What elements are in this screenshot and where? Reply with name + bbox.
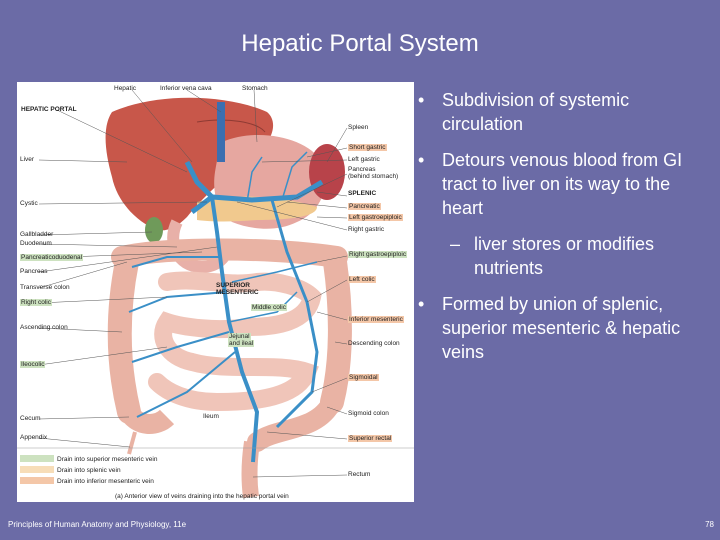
footer-source: Principles of Human Anatomy and Physiolo… <box>8 520 187 529</box>
bullet-item-3: • Formed by union of splenic, superior m… <box>418 292 714 364</box>
ivc-vessel <box>217 102 225 162</box>
label-superior-rectal: Superior rectal <box>348 435 393 442</box>
label-ileocolic: Ileocolic <box>20 361 46 368</box>
figure-caption: (a) Anterior view of veins draining into… <box>115 493 289 500</box>
bullet-text-1: Subdivision of systemic circulation <box>442 90 630 134</box>
label-appendix: Appendix <box>20 434 48 441</box>
legend-swatch-inferior-mesenteric <box>20 477 54 484</box>
label-transverse-colon: Transverse colon <box>20 284 70 291</box>
label-rectum: Rectum <box>348 471 371 478</box>
label-right-gastroepiploic: Right gastroepiploic <box>348 251 408 258</box>
label-spleen: Spleen <box>348 124 369 131</box>
gallbladder-shape <box>145 217 163 243</box>
inferior-mesenteric-vein <box>270 199 319 429</box>
label-liver: Liver <box>20 156 35 163</box>
hepatic-portal-vein <box>184 160 214 199</box>
pancreas-shape <box>197 196 317 222</box>
label-duodenum: Duodenum <box>20 240 52 247</box>
hepatic-portal-figure: Hepatic Inferior vena cava Stomach HEPAT… <box>17 82 414 502</box>
label-ileum: Ileum <box>203 413 219 420</box>
label-cecum: Cecum <box>20 415 41 422</box>
legend-text-inferior-mesenteric: Drain into inferior mesenteric vein <box>57 478 154 485</box>
sub-bullet-item: – liver stores or modifies nutrients <box>418 232 714 280</box>
label-and-ileal: and ileal <box>228 340 255 347</box>
legend-text-splenic: Drain into splenic vein <box>57 467 121 474</box>
bullet-item-2: • Detours venous blood from GI tract to … <box>418 148 714 220</box>
bullet-symbol: • <box>418 150 425 170</box>
label-jejunal: Jejunal <box>228 333 251 340</box>
bullet-text-2: Detours venous blood from GI tract to li… <box>442 150 683 218</box>
label-right-gastric: Right gastric <box>348 226 385 233</box>
label-descending-colon: Descending colon <box>348 340 400 347</box>
label-inferior-mesenteric: Inferior mesenteric <box>348 316 404 323</box>
slide-title: Hepatic Portal System <box>241 30 479 57</box>
label-left-gastroepiploic: Left gastroepiploic <box>348 214 403 221</box>
label-pancreas-behind: Pancreas <box>348 166 376 173</box>
label-left-gastric: Left gastric <box>348 156 380 163</box>
bullet-symbol: • <box>418 90 425 110</box>
page-number: 78 <box>705 520 714 529</box>
label-ascending-colon: Ascending colon <box>20 324 68 331</box>
label-superior: SUPERIOR <box>216 282 250 289</box>
label-splenic: SPLENIC <box>348 190 377 197</box>
label-pancreaticoduodenal: Pancreaticoduodenal <box>20 254 84 261</box>
legend-swatch-splenic <box>20 466 54 473</box>
bullet-symbol: • <box>418 294 425 314</box>
label-right-colic: Right colic <box>20 299 52 306</box>
label-ivc: Inferior vena cava <box>160 85 212 92</box>
sub-bullet-symbol: – <box>450 234 461 254</box>
legend-text-superior-mesenteric: Drain into superior mesenteric vein <box>57 456 158 463</box>
bullet-item-1: • Subdivision of systemic circulation <box>418 88 714 136</box>
label-sigmoidal: Sigmoidal <box>348 374 379 381</box>
label-cystic: Cystic <box>20 200 38 207</box>
legend-swatch-superior-mesenteric <box>20 455 54 462</box>
label-stomach: Stomach <box>242 85 268 92</box>
sub-bullet-text: liver stores or modifies nutrients <box>474 234 655 278</box>
label-left-colic: Left colic <box>348 276 376 283</box>
label-gallbladder: Gallbladder <box>20 231 54 238</box>
label-hepatic: Hepatic <box>114 85 137 92</box>
label-sigmoid-colon: Sigmoid colon <box>348 410 389 417</box>
label-pancreas: Pancreas <box>20 268 48 275</box>
bullet-text-3: Formed by union of splenic, superior mes… <box>442 294 681 362</box>
label-pancreatic: Pancreatic <box>348 203 381 210</box>
label-short-gastric: Short gastric <box>348 144 387 151</box>
label-behind-stomach: (behind stomach) <box>348 173 399 180</box>
label-mesenteric: MESENTERIC <box>216 289 259 296</box>
label-hepatic-portal: HEPATIC PORTAL <box>21 106 77 113</box>
bullet-list: • Subdivision of systemic circulation • … <box>418 88 714 376</box>
anatomy-illustration <box>17 89 414 499</box>
label-middle-colic: Middle colic <box>251 304 287 311</box>
